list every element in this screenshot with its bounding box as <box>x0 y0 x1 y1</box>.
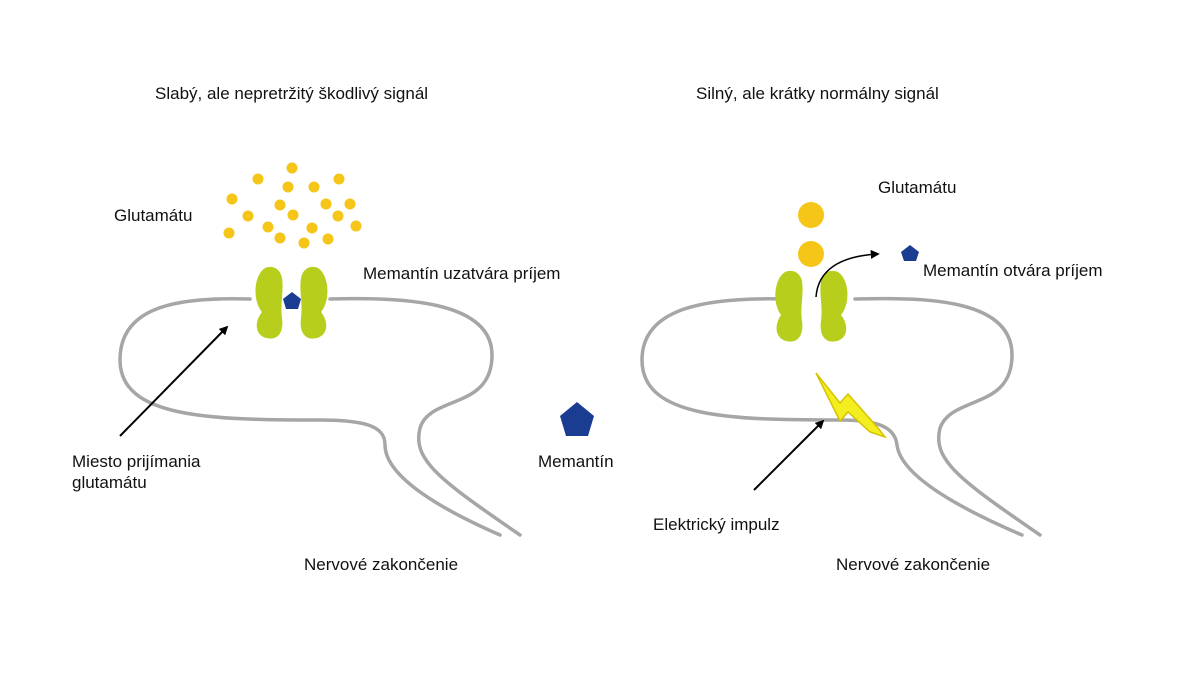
receptor-site-label-line1: Miesto prijímania <box>72 452 201 471</box>
left-panel-title: Slabý, ale nepretržitý škodlivý signál <box>155 84 429 103</box>
right-glutamate-label: Glutamátu <box>878 178 957 197</box>
right-receptor-left-half <box>775 270 803 342</box>
left-memantine-blocker <box>283 292 301 309</box>
left-glutamate-dots <box>223 162 362 249</box>
right-receptor-right-half <box>820 270 848 342</box>
right-memantine-released <box>901 245 919 261</box>
electric-impulse-lightning-icon <box>815 372 888 439</box>
left-receptor-right-half <box>300 266 328 339</box>
right-nerve-ending-label: Nervové zakončenie <box>836 555 991 574</box>
electric-impulse-arrow <box>753 419 825 491</box>
receptor-site-label-line2: glutamátu <box>72 473 147 492</box>
left-glutamate-label: Glutamátu <box>114 206 193 225</box>
right-nerve-ending-outline <box>640 296 1042 537</box>
right-panel-title: Silný, ale krátky normálny signál <box>696 84 939 103</box>
receptor-site-arrow <box>119 325 229 437</box>
memantine-legend-label: Memantín <box>538 452 614 471</box>
right-glutamate-dot-2 <box>798 241 824 267</box>
left-memantine-action-label: Memantín uzatvára príjem <box>363 264 561 283</box>
left-nerve-ending-label: Nervové zakončenie <box>304 555 459 574</box>
electric-impulse-label: Elektrický impulz <box>653 515 780 534</box>
memantine-legend-pentagon <box>560 402 594 436</box>
right-glutamate-dot-1 <box>798 202 824 228</box>
left-nerve-ending-outline <box>118 296 522 537</box>
left-receptor-left-half <box>255 266 283 339</box>
memantine-exit-arrow <box>815 249 880 298</box>
right-memantine-action-label: Memantín otvára príjem <box>923 261 1103 280</box>
